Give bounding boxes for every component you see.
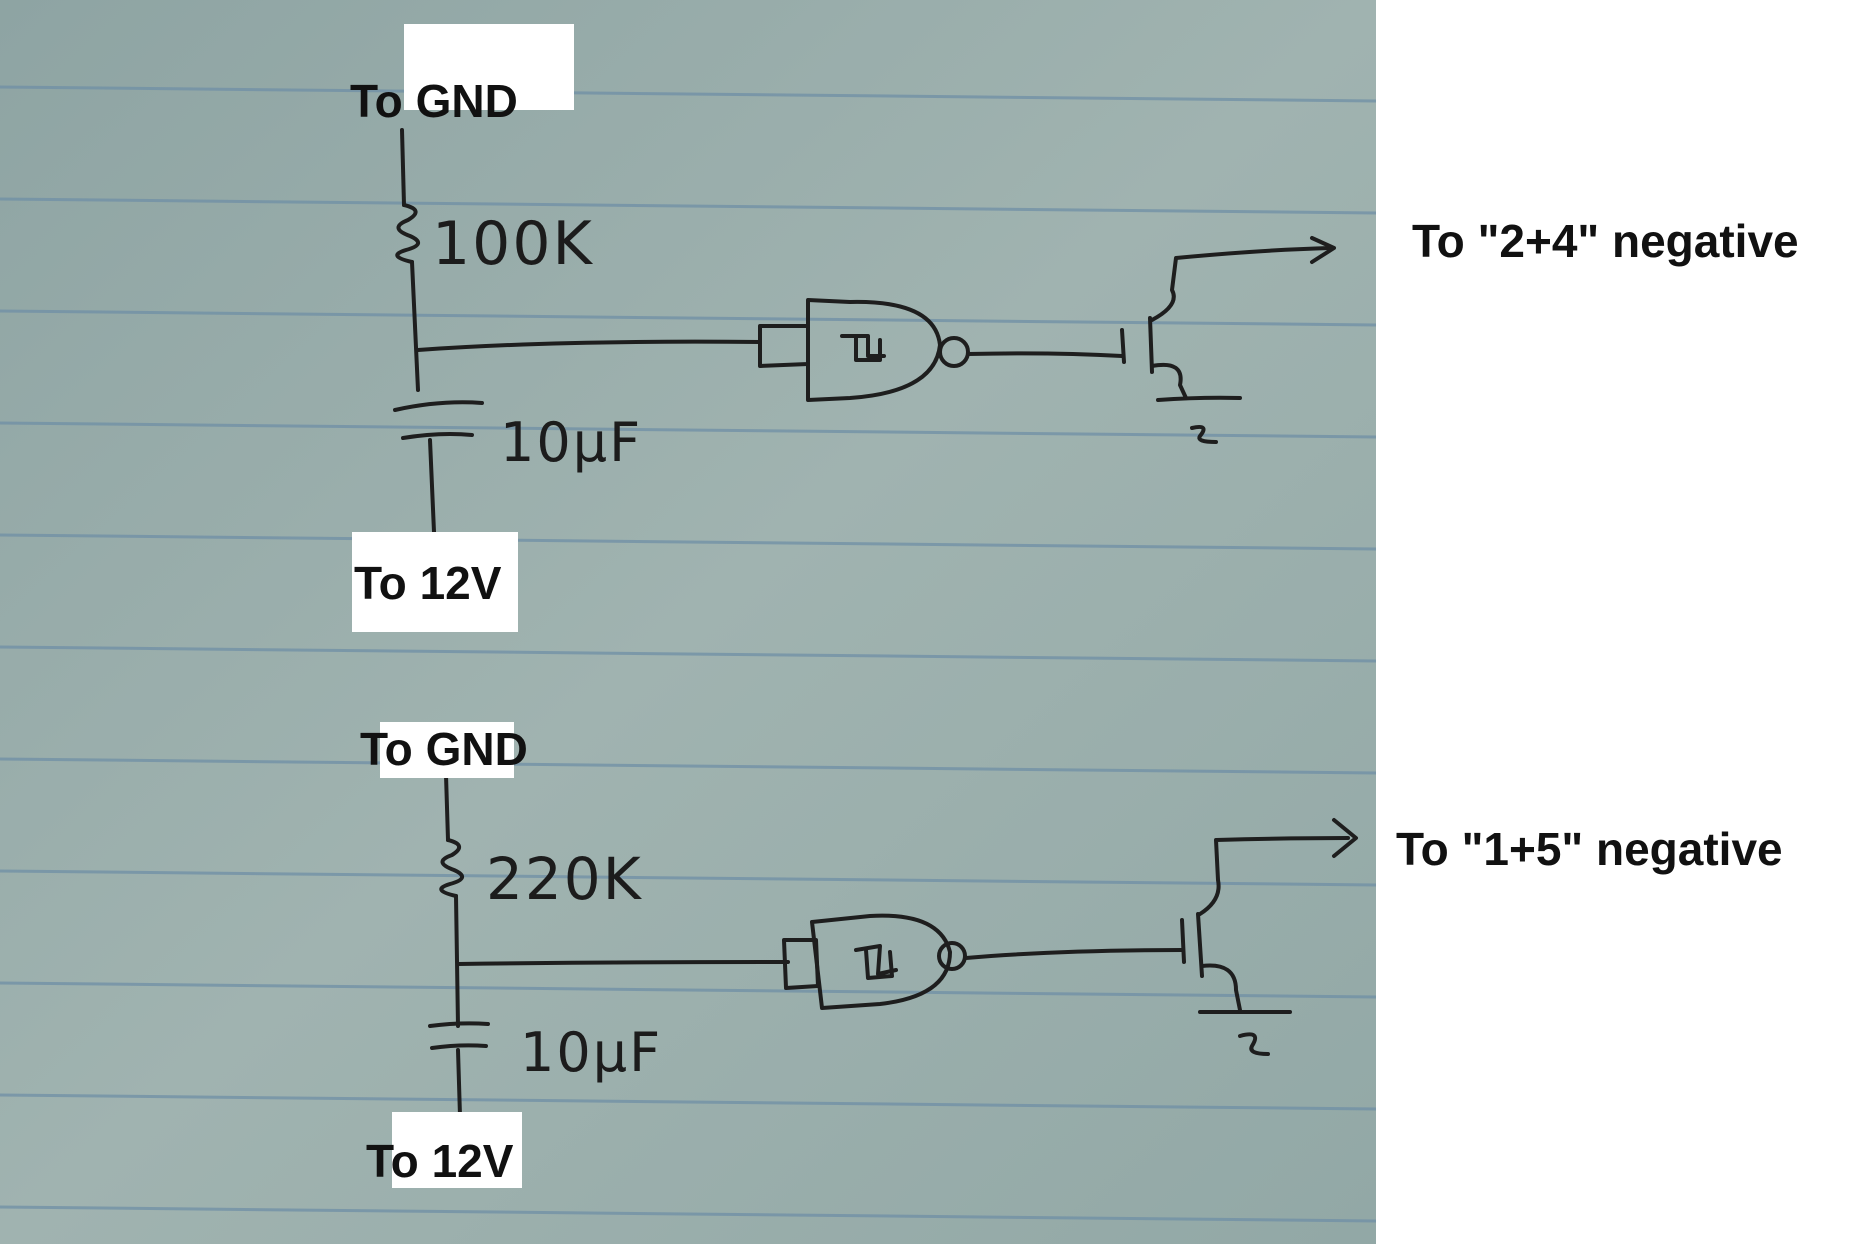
transistor-1-channel: [1148, 316, 1154, 374]
output-arrow-2: [1332, 818, 1358, 858]
wire-resistor-to-cap-2: [454, 894, 460, 1028]
resistor-2-symbol: [439, 838, 464, 898]
transistor-1-source: [1150, 362, 1188, 400]
nand-gate-1-body: [806, 298, 942, 402]
circuit-2-output-label: To "1+5" negative: [1396, 823, 1783, 875]
ruled-line: [0, 421, 1376, 439]
ruled-line: [0, 1093, 1376, 1111]
transistor-2-source: [1200, 963, 1242, 1012]
nand-gate-2-schmitt-symbol: [854, 944, 898, 980]
wire-gate-to-transistor-1: [966, 351, 1124, 358]
ruled-line: [0, 85, 1376, 103]
ruled-line: [0, 197, 1376, 215]
nand-gate-1-bubble: [938, 336, 970, 368]
ground-2-mark: [1238, 1032, 1270, 1056]
ground-1-bar: [1156, 395, 1242, 402]
capacitor-2-plate-bottom: [430, 1043, 488, 1050]
nand-gate-2-bubble: [937, 941, 967, 971]
ruled-line: [0, 533, 1376, 551]
ruled-line: [0, 309, 1376, 327]
circuit-2-gnd-label-patch: [380, 722, 514, 778]
circuit-2-12v-label: To 12V: [366, 1135, 514, 1187]
ruled-paper-background: [0, 0, 1376, 1244]
circuit-2: [428, 773, 1358, 1118]
capacitor-2-value: 10µF: [520, 1021, 663, 1084]
nand-gate-1-input-stub: [758, 324, 810, 368]
nand-gate-1-schmitt-symbol: [840, 334, 886, 362]
ruled-line: [0, 645, 1376, 663]
ruled-line: [0, 981, 1376, 999]
circuit-1: [393, 128, 1336, 534]
wire-gnd-to-resistor-2: [444, 773, 450, 842]
wire-cap-to-12v-1: [428, 438, 436, 534]
resistor-1-symbol: [395, 203, 420, 264]
ruled-line: [0, 757, 1376, 775]
circuit-2-gnd-label: To GND: [360, 723, 528, 775]
transistor-1-gate: [1120, 328, 1126, 364]
circuit-1-12v-label: To 12V: [352, 532, 518, 632]
wire-node-to-gate-2: [456, 960, 790, 966]
circuit-2-12v-label-patch: [392, 1112, 522, 1188]
nand-gate-2-body: [810, 913, 952, 1010]
circuit-1-gnd-label: To GND: [350, 75, 518, 127]
wire-node-to-gate-1: [416, 339, 762, 352]
capacitor-2-plate-top: [428, 1021, 490, 1028]
resistor-1-value: 100K: [432, 209, 594, 279]
transistor-2-drain: [1198, 836, 1350, 916]
resistor-2-value: 220K: [486, 845, 643, 913]
ground-1-mark: [1190, 425, 1218, 444]
circuit-1-gnd-label-patch: [404, 24, 574, 110]
wire-gate-to-transistor-2: [964, 948, 1184, 960]
nand-gate-2-input-stub: [782, 938, 820, 990]
ruled-line: [0, 1205, 1376, 1223]
capacitor-1-plate-top: [393, 400, 484, 412]
ruled-lines: [0, 85, 1376, 1223]
capacitor-1-value: 10µF: [500, 411, 643, 474]
wire-gnd-to-resistor-1: [400, 128, 406, 207]
transistor-2-gate: [1180, 918, 1186, 964]
notebook-paper: [0, 0, 1376, 1244]
transistor-1-drain: [1150, 246, 1332, 322]
ruled-line: [0, 869, 1376, 887]
wire-resistor-to-cap-1: [410, 260, 420, 392]
wire-cap-to-12v-2: [456, 1048, 462, 1118]
capacitor-1-plate-bottom: [401, 432, 474, 440]
output-arrow-1: [1310, 236, 1336, 264]
circuit-1-output-label: To "2+4" negative: [1412, 215, 1799, 267]
